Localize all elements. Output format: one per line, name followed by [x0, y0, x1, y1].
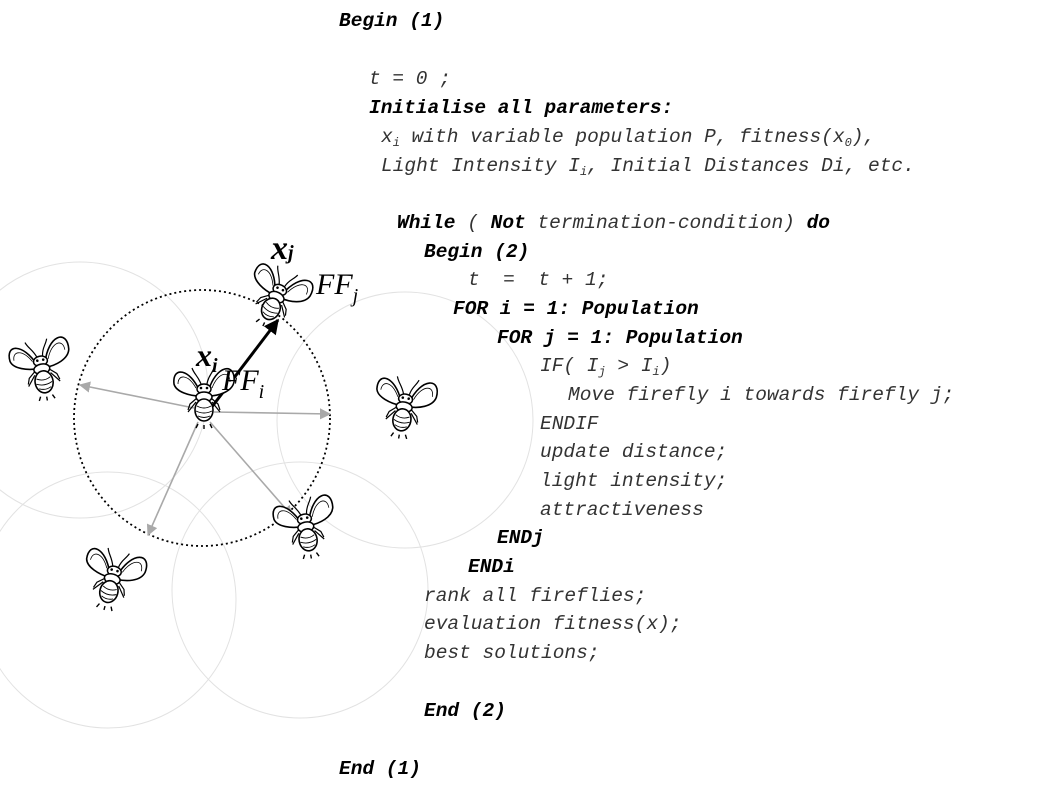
code-xi-line: xi with variable population P, fitness(x… [381, 126, 876, 150]
code-end-1: End (1) [339, 758, 421, 780]
label-xj: xj [271, 230, 294, 268]
code-light-a: Light Intensity I [381, 155, 580, 177]
code-move: Move firefly i towards firefly j; [568, 384, 955, 406]
code-while-line: While ( Not termination-condition) do [397, 212, 830, 234]
code-t-increment: t = t + 1; [468, 269, 609, 291]
code-if-i: i [652, 365, 660, 379]
code-xi: x [381, 126, 393, 148]
code-while-b: termination-condition) [525, 212, 807, 234]
code-attractiveness: attractiveness [540, 499, 704, 521]
label-ffj-base: FF [316, 268, 353, 301]
code-best: best solutions; [424, 642, 600, 664]
code-t-init: t = 0 ; [369, 68, 451, 90]
code-if-b: > I [605, 355, 653, 377]
code-end-2: End (2) [424, 700, 506, 722]
firefly-right [368, 372, 440, 445]
halo-circles [0, 261, 534, 729]
code-update-distance: update distance; [540, 441, 728, 463]
code-begin-1: Begin (1) [339, 10, 445, 32]
code-if-line: IF( Ij > Ii) [540, 355, 672, 379]
label-xj-sub: j [288, 242, 294, 264]
attraction-arrow [206, 318, 280, 413]
code-if-j: j [598, 365, 606, 379]
label-ffi-sub: i [258, 381, 265, 403]
code-x0-sub: 0 [844, 136, 852, 150]
firefly-bottom-left [74, 542, 150, 619]
label-xi-sub: i [212, 355, 218, 377]
label-ffj: FFj [316, 268, 358, 307]
code-if-a: IF( I [540, 355, 599, 377]
code-endif: ENDIF [540, 413, 599, 435]
code-light-intensity: light intensity; [540, 470, 728, 492]
label-ffi-base: FF [222, 364, 259, 397]
code-initialise: Initialise all parameters: [369, 97, 674, 119]
firefly-left [6, 334, 78, 407]
code-for-i: FOR i = 1: Population [453, 298, 699, 320]
code-light-b: , Initial Distances Di, etc. [587, 155, 915, 177]
code-evaluation: evaluation fitness(x); [424, 613, 682, 635]
code-while-a: ( [455, 212, 491, 234]
code-while: While [397, 212, 456, 234]
code-xi-sub: i [392, 136, 400, 150]
code-xi-end: ), [851, 126, 876, 148]
code-light-line: Light Intensity Ii, Initial Distances Di… [381, 155, 915, 179]
label-ffi: FFi [222, 364, 264, 403]
code-end-j: ENDj [497, 527, 544, 549]
code-if-c: ) [659, 355, 672, 377]
label-xi-base: x [196, 337, 212, 373]
code-for-j: FOR j = 1: Population [497, 327, 743, 349]
code-xi-rest: with variable population P, fitness(x [399, 126, 845, 148]
label-ffj-sub: j [352, 285, 359, 307]
firefly-j [234, 257, 317, 340]
code-do: do [806, 212, 830, 234]
code-not: Not [490, 212, 526, 234]
code-begin-2: Begin (2) [424, 241, 530, 263]
label-xi: xi [196, 337, 218, 377]
code-rank: rank all fireflies; [424, 585, 647, 607]
gray-arrows [78, 381, 332, 537]
code-end-i: ENDi [468, 556, 515, 578]
code-light-sub: i [579, 165, 588, 179]
label-xj-base: x [271, 230, 288, 267]
